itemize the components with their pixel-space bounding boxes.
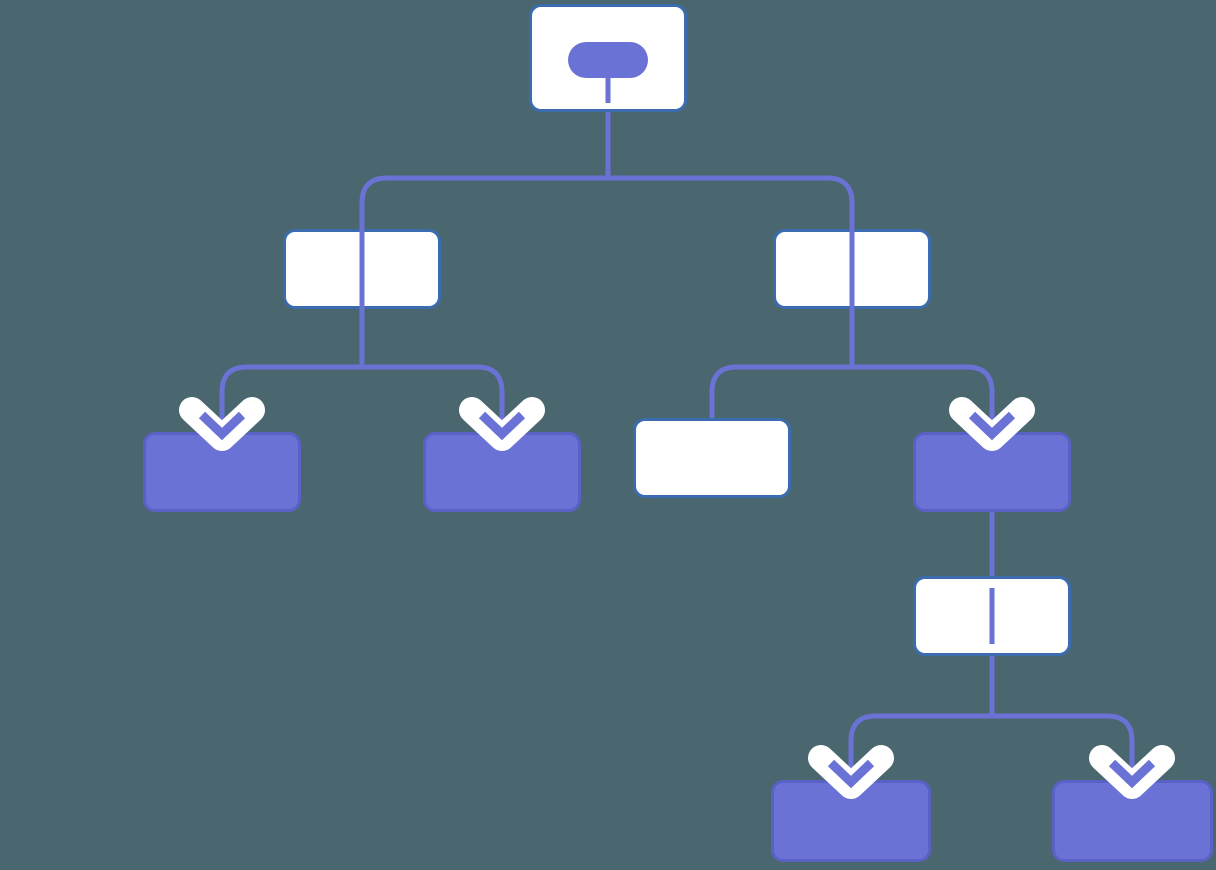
edge-l1-left-to-l2a [219,364,362,432]
edge-l1-right-to-l2d [852,364,995,432]
node-l2-c[interactable] [633,418,791,498]
edge-l1-right-to-l2c [709,364,852,418]
edge-l1-left-to-l2b [362,364,505,432]
edge-l3mid-to-l4b [992,713,1135,780]
edge-root-to-l1-left [359,175,608,309]
node-root-pill [568,42,648,78]
edge-l3mid-to-l4a [848,713,992,780]
node-l2-a[interactable] [143,432,301,512]
edge-root-to-l1-right [608,175,855,309]
